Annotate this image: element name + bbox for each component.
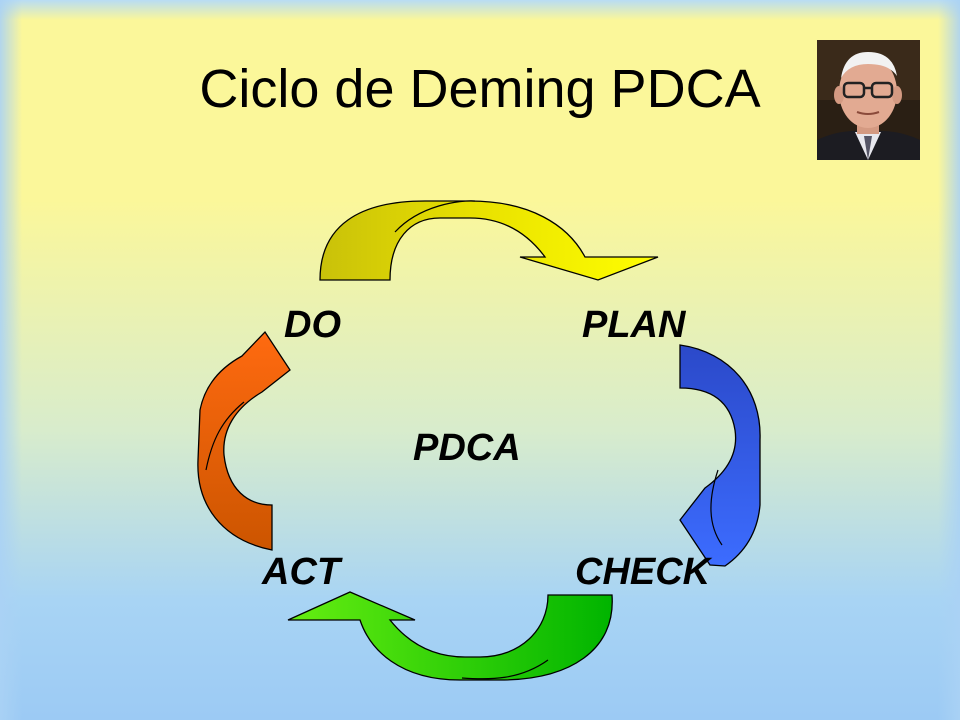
arrow-plan-to-check [679,344,761,567]
arrow-check-to-act [287,591,613,681]
stage-label-check: CHECK [575,551,711,593]
arrow-do-to-plan [319,200,659,281]
cycle-center-label: PDCA [413,427,521,469]
stage-label-act: ACT [262,551,341,593]
stage-label-do: DO [284,304,341,346]
portrait-photo [817,40,920,160]
stage-label-plan: PLAN [582,304,686,346]
slide-title: Ciclo de Deming PDCA [199,59,761,119]
arrow-act-to-do [197,330,291,551]
